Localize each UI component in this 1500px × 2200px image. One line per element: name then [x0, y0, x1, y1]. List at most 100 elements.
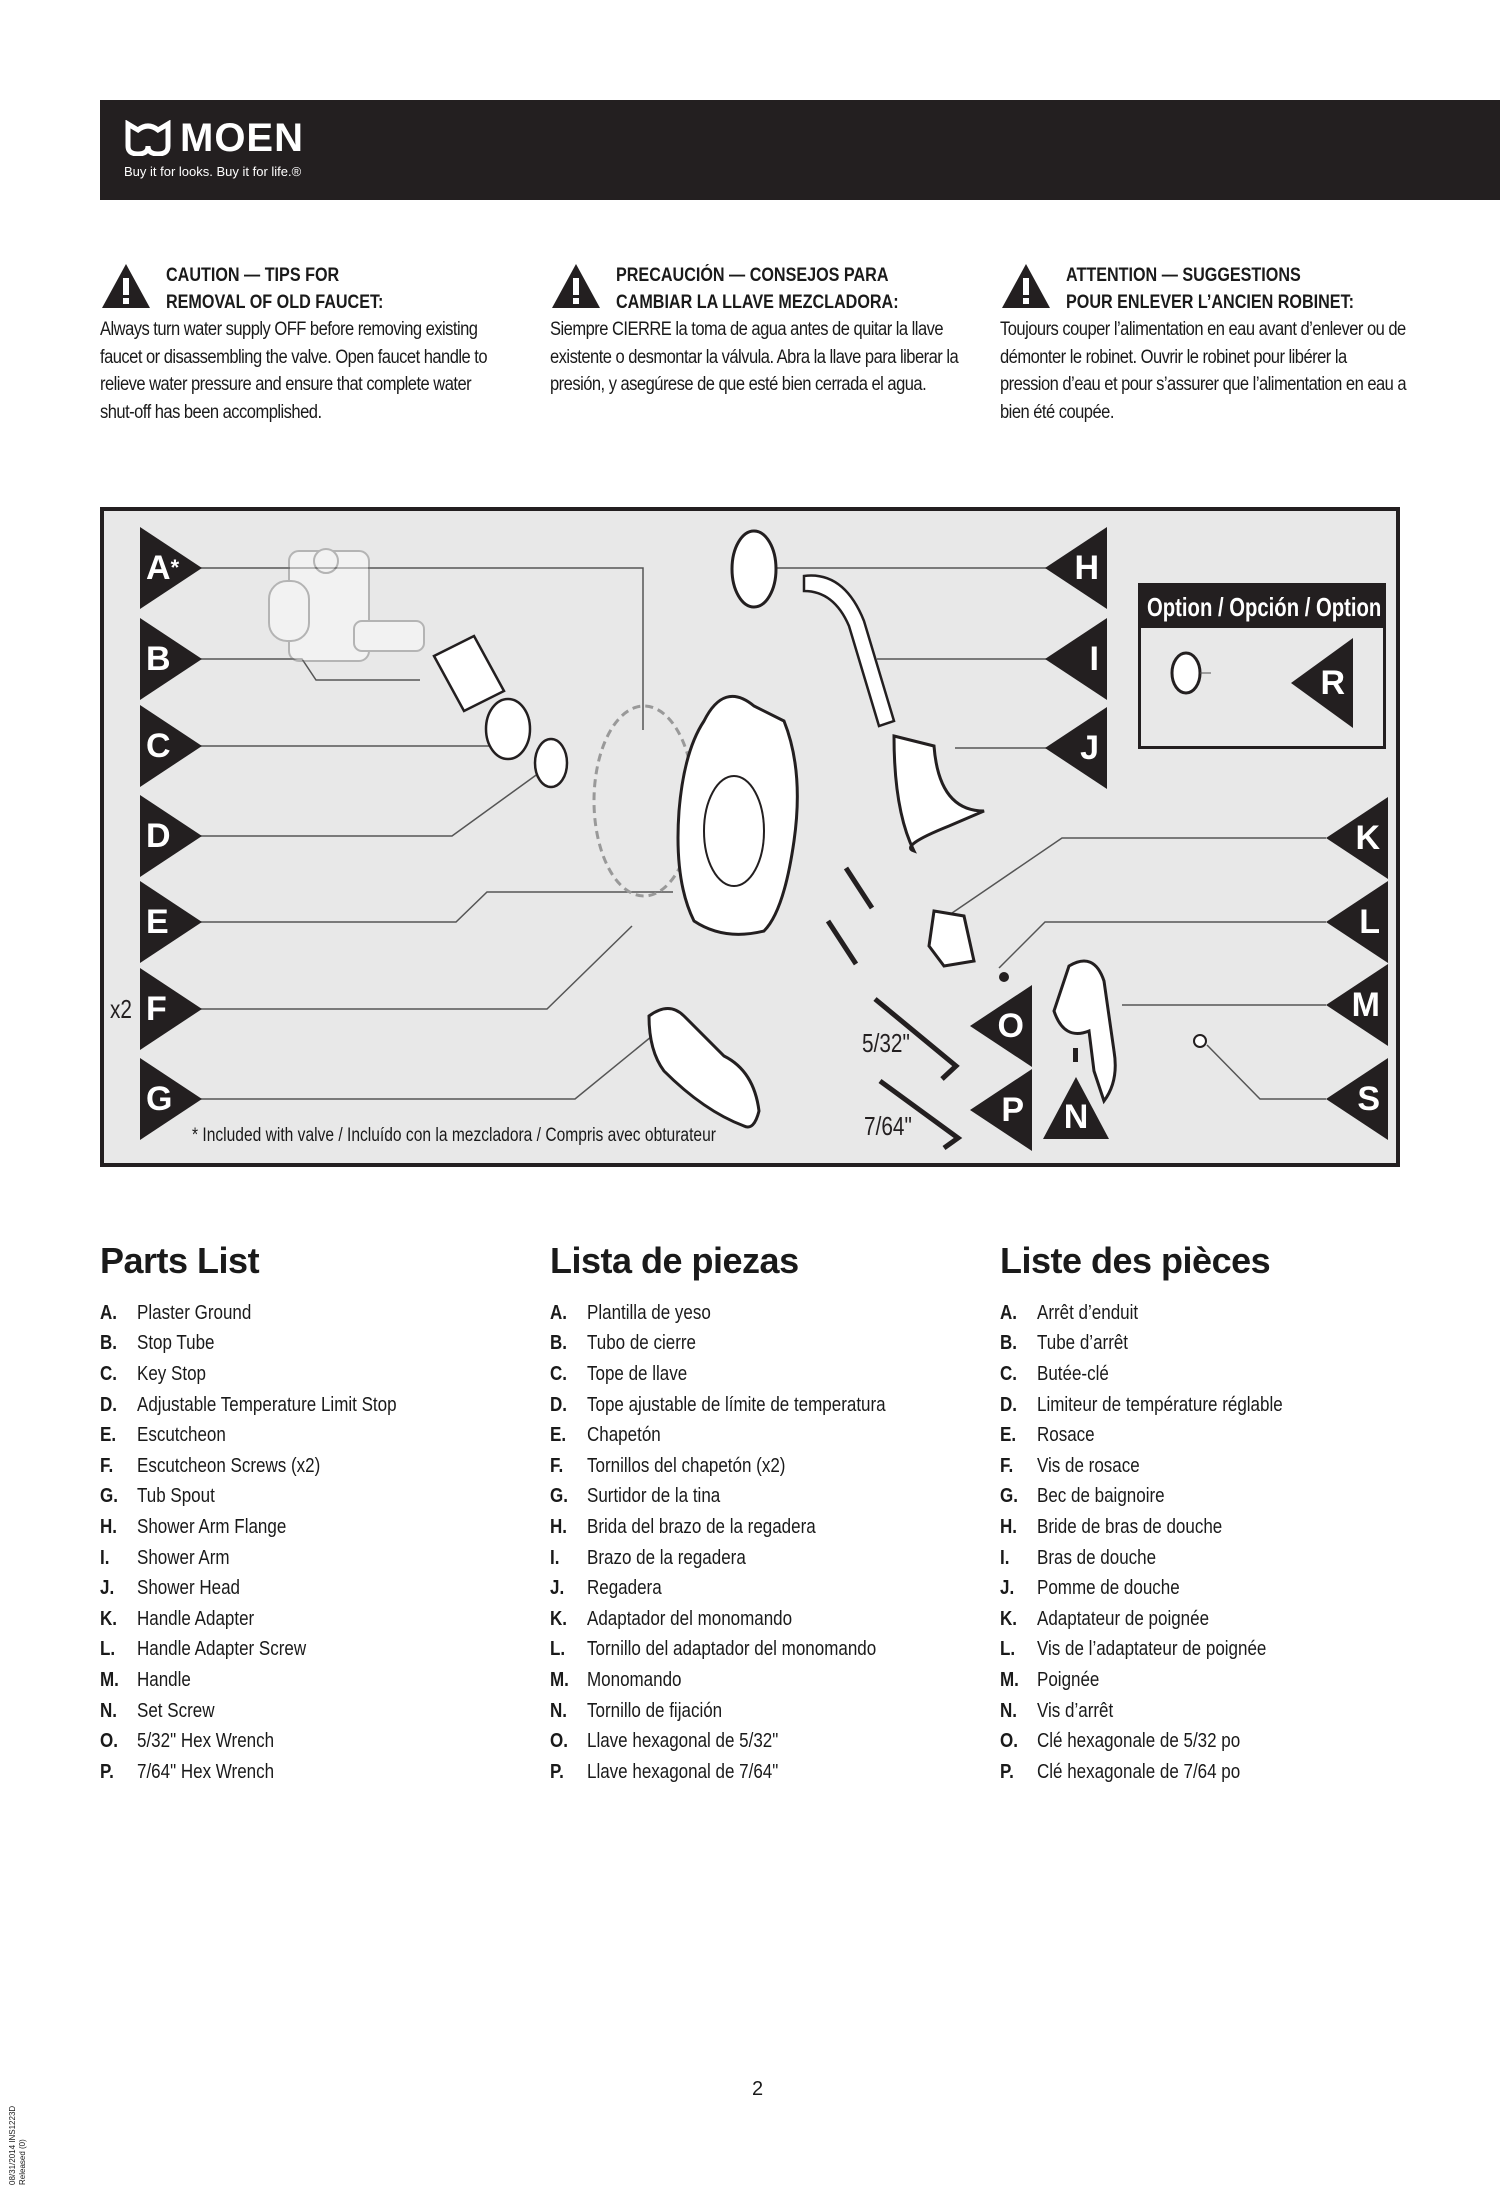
- parts-list-item: I.Bras de douche: [1000, 1543, 1420, 1574]
- parts-list-item: D.Tope ajustable de límite de temperatur…: [550, 1390, 970, 1421]
- parts-list-item: L.Handle Adapter Screw: [100, 1635, 520, 1666]
- doc-release-line: Released (0): [18, 2139, 27, 2185]
- page-number: 2: [752, 2078, 764, 2100]
- moen-logo-icon: [125, 120, 171, 156]
- set-screw-n-drawing: [1073, 1048, 1078, 1062]
- parts-list-item: M.Poignée: [1000, 1665, 1420, 1696]
- part-letter: P.: [1000, 1760, 1014, 1783]
- part-name: Plantilla de yeso: [587, 1301, 711, 1324]
- parts-list-item: F.Vis de rosace: [1000, 1451, 1420, 1482]
- parts-list-item: A. Arrêt d’enduit: [1000, 1298, 1420, 1329]
- parts-list-item: J.Pomme de douche: [1000, 1573, 1420, 1604]
- part-name: Handle: [137, 1668, 191, 1691]
- parts-list-item: H.Brida del brazo de la regadera: [550, 1512, 970, 1543]
- parts-list-item: B.Tube d’arrêt: [1000, 1329, 1420, 1360]
- part-letter: L.: [550, 1638, 566, 1661]
- parts-list-title: Liste des pièces: [1000, 1240, 1271, 1281]
- part-letter: A.: [1000, 1301, 1017, 1324]
- tub-spout-drawing: [647, 1007, 761, 1129]
- part-letter: B.: [550, 1332, 567, 1355]
- part-name: Surtidor de la tina: [587, 1485, 721, 1508]
- part-name: Brida del brazo de la regadera: [587, 1515, 816, 1538]
- part-letter: K.: [550, 1607, 567, 1630]
- handle-drawing: [1052, 959, 1117, 1105]
- part-letter: I.: [550, 1546, 560, 1569]
- parts-list-item: D. Adjustable Temperature Limit Stop: [100, 1390, 520, 1421]
- caution-title: CAMBIAR LA LLAVE MEZCLADORA:: [616, 292, 899, 313]
- part-name: Handle Adapter: [137, 1607, 255, 1630]
- set-screw-s-drawing: [1193, 1034, 1207, 1048]
- caution-body: Toujours couper l’alimentation en eau av…: [1000, 319, 1407, 423]
- parts-list-item: G.Surtidor de la tina: [550, 1482, 970, 1513]
- parts-list-item: C.Butée-clé: [1000, 1359, 1420, 1390]
- part-letter: N.: [1000, 1699, 1017, 1722]
- caution-title: POUR ENLEVER L’ANCIEN ROBINET:: [1066, 292, 1355, 313]
- parts-list-item: N. Vis d’arrêt: [1000, 1696, 1420, 1727]
- part-name: Tub Spout: [137, 1485, 215, 1508]
- part-name: 5/32" Hex Wrench: [137, 1730, 275, 1753]
- part-name: Arrêt d’enduit: [1037, 1301, 1139, 1324]
- parts-list-item: B. Stop Tube: [100, 1329, 520, 1360]
- part-letter: M.: [100, 1668, 119, 1691]
- part-name: Shower Head: [137, 1577, 241, 1600]
- part-letter: J.: [1000, 1577, 1015, 1600]
- exploded-parts-diagram: A* B C D E F G x2 H I J K L M S O P N 5/…: [100, 507, 1400, 1167]
- part-letter: A.: [550, 1301, 567, 1324]
- shower-arm-drawing: [802, 574, 896, 728]
- parts-list-item: P.Clé hexagonale de 7/64 po: [1000, 1757, 1420, 1788]
- parts-list-item: O.5/32" Hex Wrench: [100, 1726, 520, 1757]
- wrench-size-7-64: 7/64": [864, 1111, 912, 1141]
- escutcheon-hub: [703, 775, 765, 887]
- part-letter: E.: [1000, 1424, 1017, 1447]
- part-name: Tope de llave: [587, 1362, 688, 1385]
- parts-list-item: H.Bride de bras de douche: [1000, 1512, 1420, 1543]
- parts-list-item: I.Shower Arm: [100, 1543, 520, 1574]
- part-name: Llave hexagonal de 5/32": [587, 1730, 779, 1753]
- part-name: Tornillos del chapetón (x2): [587, 1454, 786, 1477]
- part-name: Escutcheon Screws (x2): [137, 1454, 321, 1477]
- brand-header: MOEN Buy it for looks. Buy it for life.®: [100, 100, 1500, 200]
- part-letter: J.: [550, 1577, 565, 1600]
- part-name: Vis d’arrêt: [1037, 1699, 1114, 1722]
- shower-arm-flange-drawing: [730, 529, 778, 609]
- part-name: Vis de l’adaptateur de poignée: [1037, 1638, 1267, 1661]
- parts-list-item: K. Adaptador del monomando: [550, 1604, 970, 1635]
- caution-body: Always turn water supply OFF before remo…: [100, 319, 488, 423]
- option-box: Option / Opción / Option R: [1138, 583, 1386, 749]
- part-letter: D.: [100, 1393, 117, 1416]
- handle-adapter-drawing: [927, 909, 976, 968]
- optional-part-r-drawing: [1170, 651, 1211, 695]
- diagram-footnote: * Included with valve / Incluído con la …: [192, 1125, 716, 1146]
- parts-list-item: J. Regadera: [550, 1573, 970, 1604]
- part-letter: D.: [550, 1393, 567, 1416]
- caution-spanish: PRECAUCIÓN — CONSEJOS PARA CAMBIAR LA LL…: [550, 262, 970, 399]
- part-name: Tornillo del adaptador del monomando: [587, 1638, 877, 1661]
- leader-lines: [194, 567, 1326, 1100]
- part-name: Adaptador del monomando: [587, 1607, 793, 1630]
- part-letter: C.: [100, 1362, 117, 1385]
- part-name: Regadera: [587, 1577, 662, 1600]
- part-letter: J.: [100, 1577, 115, 1600]
- parts-list-item: P.7/64" Hex Wrench: [100, 1757, 520, 1788]
- part-letter: C.: [550, 1362, 567, 1385]
- parts-list-item: B.Tubo de cierre: [550, 1329, 970, 1360]
- warning-icon: [1002, 264, 1050, 308]
- part-name: Handle Adapter Screw: [137, 1638, 307, 1661]
- parts-list-item: M.Monomando: [550, 1665, 970, 1696]
- parts-list-item: C. Tope de llave: [550, 1359, 970, 1390]
- parts-list-item: N.Set Screw: [100, 1696, 520, 1727]
- part-letter: H.: [100, 1515, 117, 1538]
- part-name: Adjustable Temperature Limit Stop: [137, 1393, 397, 1416]
- label-r: R: [1291, 638, 1353, 728]
- part-name: Rosace: [1037, 1424, 1095, 1447]
- caution-title: PRECAUCIÓN — CONSEJOS PARA: [616, 265, 889, 286]
- tagline: Buy it for looks. Buy it for life.®: [124, 164, 302, 179]
- part-name: Key Stop: [137, 1362, 206, 1385]
- part-letter: B.: [100, 1332, 117, 1355]
- part-name: Poignée: [1037, 1668, 1100, 1691]
- parts-list-item: E.Escutcheon: [100, 1420, 520, 1451]
- part-name: Stop Tube: [137, 1332, 215, 1355]
- part-name: Shower Arm Flange: [137, 1515, 287, 1538]
- caution-body: Siempre CIERRE la toma de agua antes de …: [550, 319, 959, 395]
- parts-list-item: A. Plantilla de yeso: [550, 1298, 970, 1329]
